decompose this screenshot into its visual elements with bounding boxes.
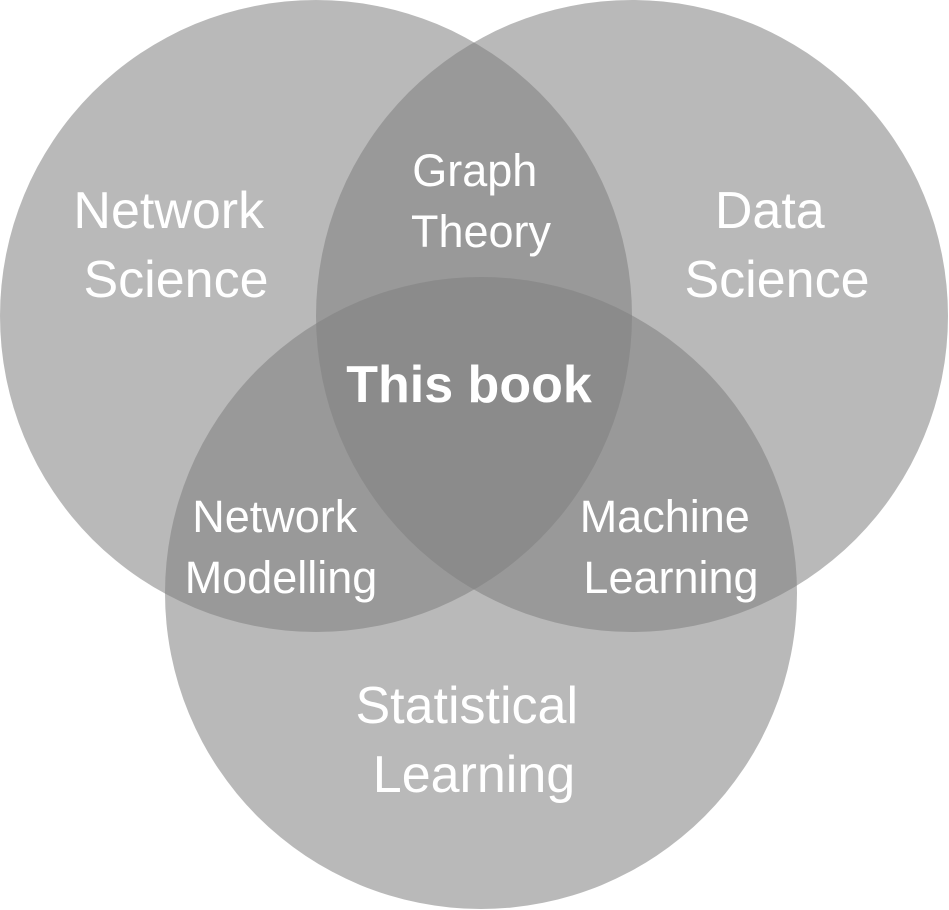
intersection-labels: Graph Theory Network Modelling Machine L…	[185, 145, 763, 603]
label-this-book: This book	[346, 356, 592, 414]
label-machine-learning: Machine Learning	[580, 491, 763, 603]
label-network-science-line1: Network	[73, 182, 265, 240]
label-data-science: Data Science	[685, 182, 870, 309]
label-graph-theory: Graph Theory	[411, 145, 552, 257]
label-machine-learning-line1: Machine	[580, 491, 750, 542]
label-network-modelling: Network Modelling	[185, 491, 378, 603]
label-network-modelling-line1: Network	[192, 491, 358, 542]
label-statistical-learning-line2: Learning	[373, 746, 575, 804]
label-machine-learning-line2: Learning	[583, 552, 758, 603]
set-labels: Network Science Data Science Statistical…	[73, 182, 869, 804]
label-network-modelling-line2: Modelling	[185, 552, 378, 603]
label-data-science-line2: Science	[685, 251, 870, 309]
label-statistical-learning-line1: Statistical	[356, 677, 579, 735]
label-network-science: Network Science	[73, 182, 278, 309]
label-statistical-learning: Statistical Learning	[356, 677, 593, 804]
label-graph-theory-line2: Theory	[411, 206, 552, 257]
circle-statistical-learning	[165, 277, 797, 909]
label-graph-theory-line1: Graph	[412, 145, 537, 196]
label-network-science-line2: Science	[84, 251, 269, 309]
label-data-science-line1: Data	[715, 182, 825, 240]
